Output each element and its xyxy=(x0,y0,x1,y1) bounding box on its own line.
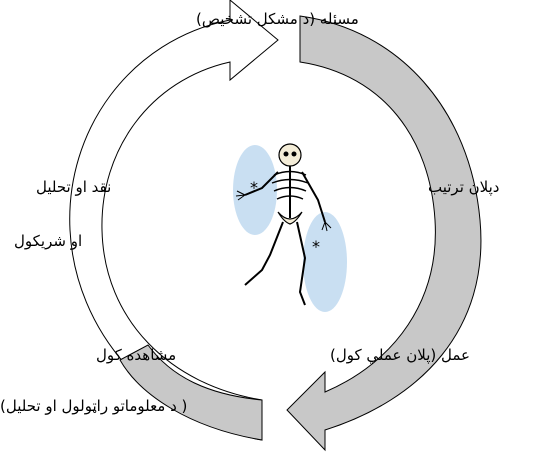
label-problem: مسئله (د مشکل تشخيص) xyxy=(196,10,359,28)
label-critique-line1: نقد او تحليل xyxy=(36,178,112,196)
svg-text:*: * xyxy=(250,178,258,197)
label-plan: دپلان ترتيب xyxy=(428,178,500,196)
label-critique-line2: او شريکول xyxy=(14,232,83,250)
cycle-arrow-right xyxy=(286,15,482,452)
svg-text:*: * xyxy=(312,237,320,256)
cycle-arrow-left xyxy=(69,0,279,441)
label-observe-line2: ( د معلوماتو راټولول او تحليل) xyxy=(0,397,188,415)
label-action: عمل (پلان عملي کول) xyxy=(330,346,471,364)
cycle-arrow-left-shade xyxy=(119,344,263,441)
label-observe-line1: مشاهده کول xyxy=(96,346,177,364)
skeleton-clipart-icon: * * xyxy=(233,143,347,312)
